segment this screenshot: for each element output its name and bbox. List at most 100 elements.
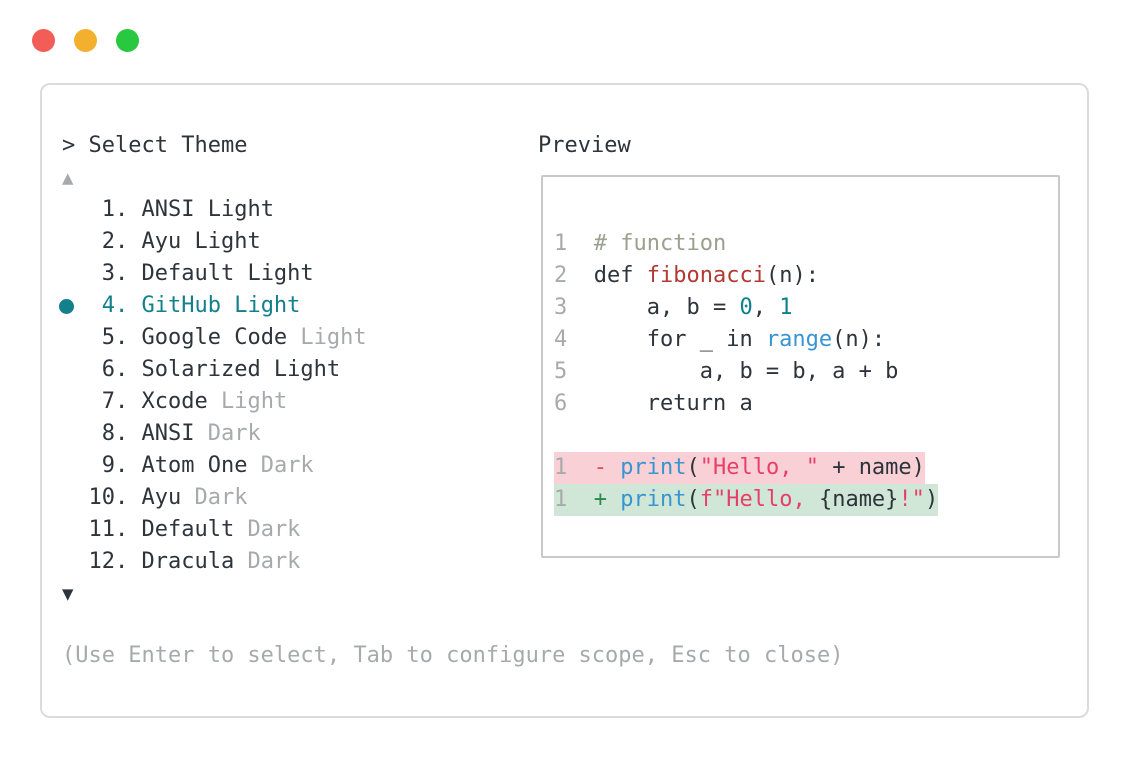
code-token: !" <box>898 487 925 512</box>
theme-item-6[interactable]: 6. Solarized Light <box>62 354 367 386</box>
theme-item-4[interactable]: 4. GitHub Light <box>59 290 367 322</box>
theme-item-label: Default <box>141 517 235 542</box>
code-token: print <box>620 487 687 512</box>
code-line: 1 # function <box>554 228 938 260</box>
diff-line-del: 1 - print("Hello, " + name) <box>554 452 938 484</box>
theme-item-variant: Dark <box>247 453 314 478</box>
code-token: ) <box>924 487 939 512</box>
theme-item-7[interactable]: 7. Xcode Light <box>62 386 367 418</box>
code-token: a, b = <box>593 295 740 320</box>
theme-item-label: Ayu Light <box>141 229 261 254</box>
code-line: 2 def fibonacci(n): <box>554 260 938 292</box>
theme-item-label: Google Code <box>141 325 288 350</box>
code-token: return a <box>593 391 753 416</box>
code-token: "Hello, " <box>699 455 819 480</box>
theme-item-number: 4. <box>62 293 142 318</box>
theme-item-number: 3. <box>62 261 142 286</box>
theme-item-label: ANSI Light <box>141 197 274 222</box>
code-blank-line <box>554 420 938 452</box>
code-token: ( <box>686 487 700 512</box>
line-number: 2 <box>554 263 594 288</box>
theme-item-label: Xcode <box>141 389 208 414</box>
line-number: 3 <box>554 295 594 320</box>
zoom-button-icon[interactable] <box>116 29 139 52</box>
theme-item-label: GitHub Light <box>141 293 301 318</box>
diff-line-add: 1 + print(f"Hello, {name}!") <box>554 484 939 516</box>
scroll-up-icon[interactable]: ▲ <box>62 167 74 189</box>
theme-item-label: Solarized Light <box>141 357 341 382</box>
code-token: {name} <box>818 487 899 512</box>
theme-item-number: 6. <box>62 357 142 382</box>
theme-item-label: Atom One <box>141 453 248 478</box>
code-line: 4 for _ in range(n): <box>554 324 938 356</box>
code-token: , <box>752 295 780 320</box>
theme-item-1[interactable]: 1. ANSI Light <box>62 194 367 226</box>
theme-item-number: 2. <box>62 229 142 254</box>
theme-item-label: ANSI <box>141 421 195 446</box>
theme-item-number: 10. <box>62 485 142 510</box>
close-button-icon[interactable] <box>32 29 55 52</box>
code-token: + <box>593 487 621 512</box>
theme-item-variant: Dark <box>234 517 301 542</box>
line-number: 4 <box>554 327 594 352</box>
diff-highlight-add: 1 + print(f"Hello, {name}!") <box>554 484 939 516</box>
line-number: 5 <box>554 359 594 384</box>
minimize-button-icon[interactable] <box>74 29 97 52</box>
theme-item-5[interactable]: 5. Google Code Light <box>62 322 367 354</box>
code-line: 6 return a <box>554 388 938 420</box>
theme-item-number: 1. <box>62 197 142 222</box>
keyboard-hint: (Use Enter to select, Tab to configure s… <box>62 643 844 668</box>
theme-picker-panel: > Select Theme Preview ▲ 1. ANSI Light 2… <box>40 83 1089 718</box>
code-token: range <box>765 327 833 352</box>
theme-item-number: 9. <box>62 453 142 478</box>
code-token: f"Hello, <box>699 487 819 512</box>
code-line: 3 a, b = 0, 1 <box>554 292 938 324</box>
picker-title: Select Theme <box>88 133 248 158</box>
code-token: 1 <box>779 295 793 320</box>
theme-item-2[interactable]: 2. Ayu Light <box>62 226 367 258</box>
code-token: print <box>620 455 687 480</box>
theme-item-number: 12. <box>62 549 142 574</box>
theme-item-variant: Dark <box>194 421 261 446</box>
scroll-down-icon[interactable]: ▼ <box>62 583 74 605</box>
theme-item-10[interactable]: 10. Ayu Dark <box>62 482 367 514</box>
theme-item-number: 7. <box>62 389 142 414</box>
theme-item-11[interactable]: 11. Default Dark <box>62 514 367 546</box>
theme-item-number: 11. <box>62 517 142 542</box>
theme-item-variant: Light <box>207 389 288 414</box>
theme-item-number: 8. <box>62 421 142 446</box>
theme-item-label: Ayu <box>141 485 182 510</box>
theme-item-9[interactable]: 9. Atom One Dark <box>62 450 367 482</box>
code-line: 5 a, b = b, a + b <box>554 356 938 388</box>
line-number: 1 <box>554 455 594 480</box>
theme-item-label: Default Light <box>141 261 314 286</box>
code-token: for _ in <box>593 327 766 352</box>
line-number: 6 <box>554 391 594 416</box>
preview-title: Preview <box>538 133 631 158</box>
theme-item-8[interactable]: 8. ANSI Dark <box>62 418 367 450</box>
theme-list: 1. ANSI Light 2. Ayu Light 3. Default Li… <box>59 194 367 578</box>
theme-item-variant: Dark <box>181 485 248 510</box>
code-token: # function <box>593 231 727 256</box>
code-token: (n): <box>765 263 819 288</box>
code-token: 0 <box>739 295 753 320</box>
code-token: fibonacci <box>646 263 766 288</box>
code-token: ( <box>686 455 700 480</box>
theme-item-number: 5. <box>62 325 142 350</box>
code-token: def <box>593 263 647 288</box>
theme-item-variant: Dark <box>234 549 301 574</box>
code-token: + name) <box>818 455 925 480</box>
code-token: - <box>593 455 621 480</box>
theme-item-12[interactable]: 12. Dracula Dark <box>62 546 367 578</box>
line-number: 1 <box>554 487 594 512</box>
line-number: 1 <box>554 231 594 256</box>
prompt-chevron: > <box>62 133 76 158</box>
selected-dot-icon <box>59 299 74 314</box>
code-token: a, b = b, a + b <box>593 359 899 384</box>
diff-highlight-del: 1 - print("Hello, " + name) <box>554 452 925 484</box>
theme-item-3[interactable]: 3. Default Light <box>62 258 367 290</box>
theme-item-label: Dracula <box>141 549 235 574</box>
picker-header: > Select Theme <box>62 130 247 162</box>
